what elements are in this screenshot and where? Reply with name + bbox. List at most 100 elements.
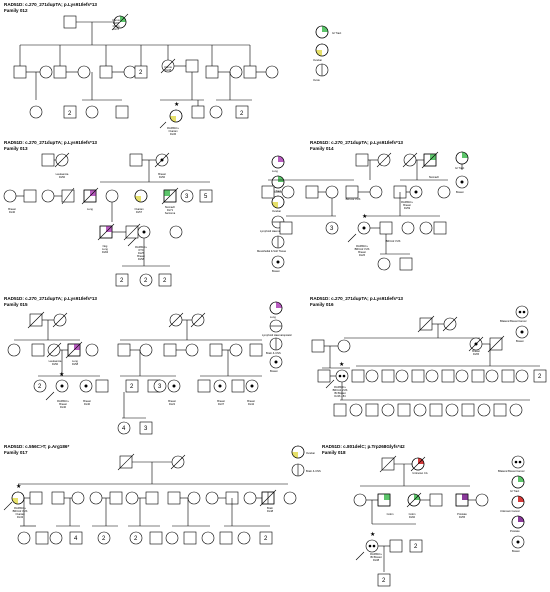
- individual-annotation: Bil Breast: [370, 555, 381, 559]
- legend-gi-tract: GI Tract: [510, 489, 520, 493]
- individual-annotation: Sarcoma: [165, 211, 176, 215]
- legend-brain-cns: Brain & CNS: [306, 469, 321, 473]
- sibling-count: 3: [158, 384, 162, 390]
- individual-annotation: Dx48: [267, 509, 274, 513]
- legend-ovarian: Ovarian: [313, 58, 323, 62]
- family-013-pedigree: RAD51D: c.270_271dupTA; p.Lys91Ilefs*13 …: [3, 140, 291, 287]
- individual-annotation: Leukaemia: [56, 172, 69, 176]
- proband-star-icon: ★: [362, 213, 367, 220]
- individual-annotation: Breast: [168, 399, 176, 403]
- family-014-variant: RAD51D: c.270_271dupTA; p.Lys91Ilefs*13: [310, 140, 403, 145]
- individual-annotation: Dx58: [72, 362, 79, 366]
- family-012-variant: RAD51D: c.270_271dupTA; p.Lys91Ilefs*13: [4, 2, 97, 7]
- sibling-count: 2: [134, 536, 138, 542]
- sibling-count: 2: [120, 278, 124, 284]
- individual-annotation: Uterus: [112, 18, 120, 22]
- individual-annotation: Colon: [409, 512, 416, 516]
- individual-annotation: Dx40: [9, 210, 16, 214]
- individual-annotation: Neg: [103, 244, 108, 248]
- legend-mesothelial: Mesothelial & Soft Tissue: [257, 249, 287, 253]
- individual-annotation: Dx78: [113, 27, 120, 31]
- individual-annotation: BRCA2 VUS: [355, 247, 370, 251]
- individual-annotation: RAD51D+: [356, 244, 368, 248]
- legend-unknown-cancer: Unknown Cancer: [500, 509, 520, 513]
- individual-annotation: RAD51D+: [14, 506, 26, 510]
- legend-gi-tract: GI Tract: [455, 166, 465, 170]
- individual-annotation: Dx55: [459, 515, 466, 519]
- individual-annotation: Uterus: [164, 65, 172, 69]
- family-013-variant: RAD51D: c.270_271dupTA; p.Lys91Ilefs*13: [4, 140, 97, 145]
- proband-star-icon: ★: [16, 483, 21, 490]
- proband-star-icon: ★: [339, 361, 344, 368]
- individual-annotation: RAD51D+: [370, 552, 382, 556]
- sibling-count: 2: [414, 544, 418, 550]
- legend-breast: Breast: [456, 190, 464, 194]
- individual-annotation: Dx50: [159, 175, 166, 179]
- legend-ovule: Ovule: [313, 78, 320, 82]
- family-013-title: Family 013: [4, 146, 28, 151]
- individual-annotation: Ovarian: [134, 207, 144, 211]
- individual-annotation: Dx43: [17, 515, 24, 519]
- sibling-count: 3: [330, 226, 334, 232]
- family-016-pedigree: RAD51D: c.270_271dupTA; p.Lys91Ilefs*13 …: [310, 296, 547, 417]
- individual-annotation: Dx59: [404, 206, 411, 210]
- individual-annotation: Ovarian: [15, 512, 25, 516]
- individual-annotation: Lung: [102, 247, 108, 251]
- individual-annotation: Breast: [8, 207, 16, 211]
- family-017-title: Family 017: [4, 450, 28, 455]
- legend-lymphoid: Lymphoid Haematopoietic: [262, 333, 293, 337]
- family-015-variant: RAD51D: c.270_271dupTA; p.Lys91Ilefs*13: [4, 296, 97, 301]
- individual-annotation: Dx58: [138, 257, 145, 261]
- family-014-pedigree: RAD51D: c.270_271dupTA; p.Lys91Ilefs*13 …: [261, 140, 469, 271]
- individual-annotation: RAD51D+: [167, 126, 179, 130]
- legend-gi-tract: GI Tract: [272, 189, 282, 193]
- individual-annotation: Dx71: [167, 208, 174, 212]
- family-014-title: Family 014: [310, 146, 334, 151]
- individual-annotation: BRCA2 VUS: [346, 197, 361, 201]
- individual-annotation: Dx42: [248, 402, 255, 406]
- legend-breast: Breast: [512, 549, 520, 553]
- legend-ovarian: Ovarian: [306, 451, 316, 455]
- legend-breast: Breast: [516, 339, 524, 343]
- individual-square: [63, 15, 77, 29]
- individual-annotation: OTC: [138, 248, 144, 252]
- family-018-pedigree: RAD51D: c.801delC; p.Trp268Glyfs*42 Fami…: [322, 444, 525, 587]
- legend-lung: Lung: [270, 315, 276, 319]
- legend-prostate: Prostate: [510, 529, 520, 533]
- individual-annotation: RAD51D+: [57, 399, 69, 403]
- sibling-count: 2: [264, 536, 268, 542]
- legend-gi-tract: GI Tract: [332, 31, 342, 35]
- individual-annotation: Dx26: [359, 253, 366, 257]
- sibling-count: 3: [185, 194, 189, 200]
- legend-ovarian: Ovarian: [272, 209, 282, 213]
- individual-annotation: Unknown CA: [412, 471, 427, 475]
- sibling-count: 2: [382, 578, 386, 584]
- individual-annotation: RAD51D+: [401, 200, 413, 204]
- family-016-title: Family 016: [310, 302, 334, 307]
- family-015-title: Family 015: [4, 302, 28, 307]
- individual-annotation: Leukaemia: [49, 359, 62, 363]
- individual-annotation: Dx37: [218, 402, 225, 406]
- sibling-count: 5: [204, 194, 208, 200]
- family-018-variant: RAD51D: c.801delC; p.Trp268Glyfs*42: [322, 444, 405, 449]
- family-016-variant: RAD51D: c.270_271dupTA; p.Lys91Ilefs*13: [310, 296, 403, 301]
- individual-annotation: Dx40: [84, 402, 91, 406]
- proband-star-icon: ★: [59, 371, 64, 378]
- individual-annotation: Colon: [387, 512, 394, 516]
- family-012-pedigree: RAD51D: c.270_271dupTA; p.Lys91Ilefs*13 …: [4, 2, 342, 136]
- legend-bilateral-breast: Bilateral Breast Cancer: [500, 319, 527, 323]
- sibling-count: 4: [122, 426, 126, 432]
- family-015-pedigree: RAD51D: c.270_271dupTA; p.Lys91Ilefs*13 …: [4, 296, 293, 435]
- individual-annotation: Dx60: [409, 515, 416, 519]
- sibling-count: 3: [144, 426, 148, 432]
- legend-breast: Breast: [270, 369, 278, 373]
- individual-annotation: Breast: [403, 203, 411, 207]
- individual-annotation: BRCA1 VUS: [333, 388, 348, 392]
- individual-annotation: Dx57: [136, 210, 143, 214]
- legend-lymphoid: Lymphoid Haematopoietic: [260, 229, 291, 233]
- legend-bilateral-breast: Bilateral Breast Cancer: [498, 469, 525, 473]
- individual-annotation: Lung: [72, 359, 78, 363]
- individual-annotation: Breast: [158, 172, 166, 176]
- sibling-count: 2: [240, 111, 244, 117]
